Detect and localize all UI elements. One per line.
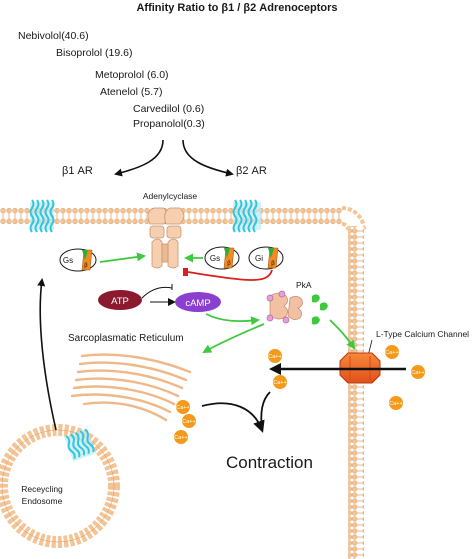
calcium-ions-intracellular: Ca++ Ca++ Ca++ Ca++ Ca++ (174, 349, 287, 444)
calcium-ion-label: Ca++ (176, 405, 189, 411)
pka-enzyme (266, 290, 303, 324)
calcium-ion (389, 396, 403, 410)
calcium-ion-label: Ca++ (273, 380, 286, 386)
contraction-label: Contraction (226, 453, 313, 472)
t-tubule-membrane (348, 226, 364, 559)
drug-nebivolol: Nebivolol(40.6) (18, 30, 89, 42)
calcium-ion-label: Ca++ (174, 435, 187, 441)
adenylcyclase-label: Adenylcyclase (143, 191, 198, 201)
sr-label: Sarcoplasmatic Reticulum (68, 333, 184, 344)
pka-label: PkA (296, 280, 312, 290)
gi-label: Gi (255, 254, 263, 263)
calcium-ions-extracellular: Ca++ Ca++ Ca++ (385, 345, 425, 410)
drug-propranolol: Propanolol(0.3) (133, 118, 205, 130)
gi-protein: Gi β (248, 246, 284, 270)
camp-to-pka-arrow (205, 313, 260, 326)
beta2-receptor-label: β2 AR (236, 165, 267, 177)
calcium-ion-label: Ca++ (268, 354, 281, 360)
beta-subunit-label-2: β (227, 261, 231, 267)
drug-carvedilol: Carvedilol (0.6) (133, 103, 204, 115)
calcium-ion (273, 375, 287, 389)
calcium-ion (174, 430, 188, 444)
calcium-ion-label: Ca++ (182, 419, 195, 425)
calcium-ion (176, 400, 190, 414)
pka-to-sr-arrow (202, 323, 265, 353)
adenylcyclase-enzyme (147, 207, 185, 269)
calcium-ion-label: Ca++ (385, 350, 398, 356)
calcium-ion-label: Ca++ (411, 370, 424, 376)
camp-label: cAMP (185, 298, 210, 309)
sarcoplasmic-reticulum (70, 353, 192, 422)
receptor-split-arrows (114, 139, 234, 177)
beta2-receptor (232, 199, 261, 233)
gs-label-2: Gs (210, 254, 220, 263)
calcium-ion-label: Ca++ (389, 401, 402, 407)
gs-label: Gs (63, 256, 73, 265)
atp-molecule: ATP (98, 290, 142, 310)
beta1-receptor (29, 199, 55, 233)
endosome-label-line1: Receycling (21, 484, 63, 494)
atp-to-camp-curve (141, 286, 173, 299)
drug-list: Nebivolol(40.6) Bisoprolol (19.6) Metopr… (18, 30, 205, 130)
calcium-ion (385, 345, 399, 359)
gi-inhibition-line (183, 268, 273, 281)
calcium-ion (182, 414, 196, 428)
camp-molecule: cAMP (175, 292, 221, 312)
gs-protein-beta2: Gs β (204, 246, 240, 270)
recycling-endosome: Receycling Endosome (0, 424, 120, 548)
atp-label: ATP (111, 296, 129, 307)
beta-subunit-label-3: β (271, 261, 275, 267)
diagram-title: Affinity Ratio to β1 / β2 Adrenoceptors (136, 2, 337, 14)
channel-label: L-Type Calcium Channel (376, 329, 469, 339)
beta1-receptor-label: β1 AR (62, 165, 93, 177)
beta-subunit-label: β (84, 263, 88, 269)
drug-atenolol: Atenelol (5.7) (100, 86, 162, 98)
endosome-label-line2: Endosome (22, 496, 63, 506)
gs-stimulation-arrow (99, 252, 146, 263)
calcium-ion (268, 349, 282, 363)
calcium-ion (411, 365, 425, 379)
receptor-recycling-arrow (37, 278, 57, 431)
drug-bisoprolol: Bisoprolol (19.6) (56, 47, 132, 59)
pka-to-channel-arrow (329, 319, 356, 350)
pka-catalytic-subunits (312, 294, 328, 325)
contraction-converge-arrow (201, 391, 271, 433)
gs-protein-beta1: Gs β (59, 248, 97, 272)
drug-metoprolol: Metoprolol (6.0) (95, 69, 169, 81)
